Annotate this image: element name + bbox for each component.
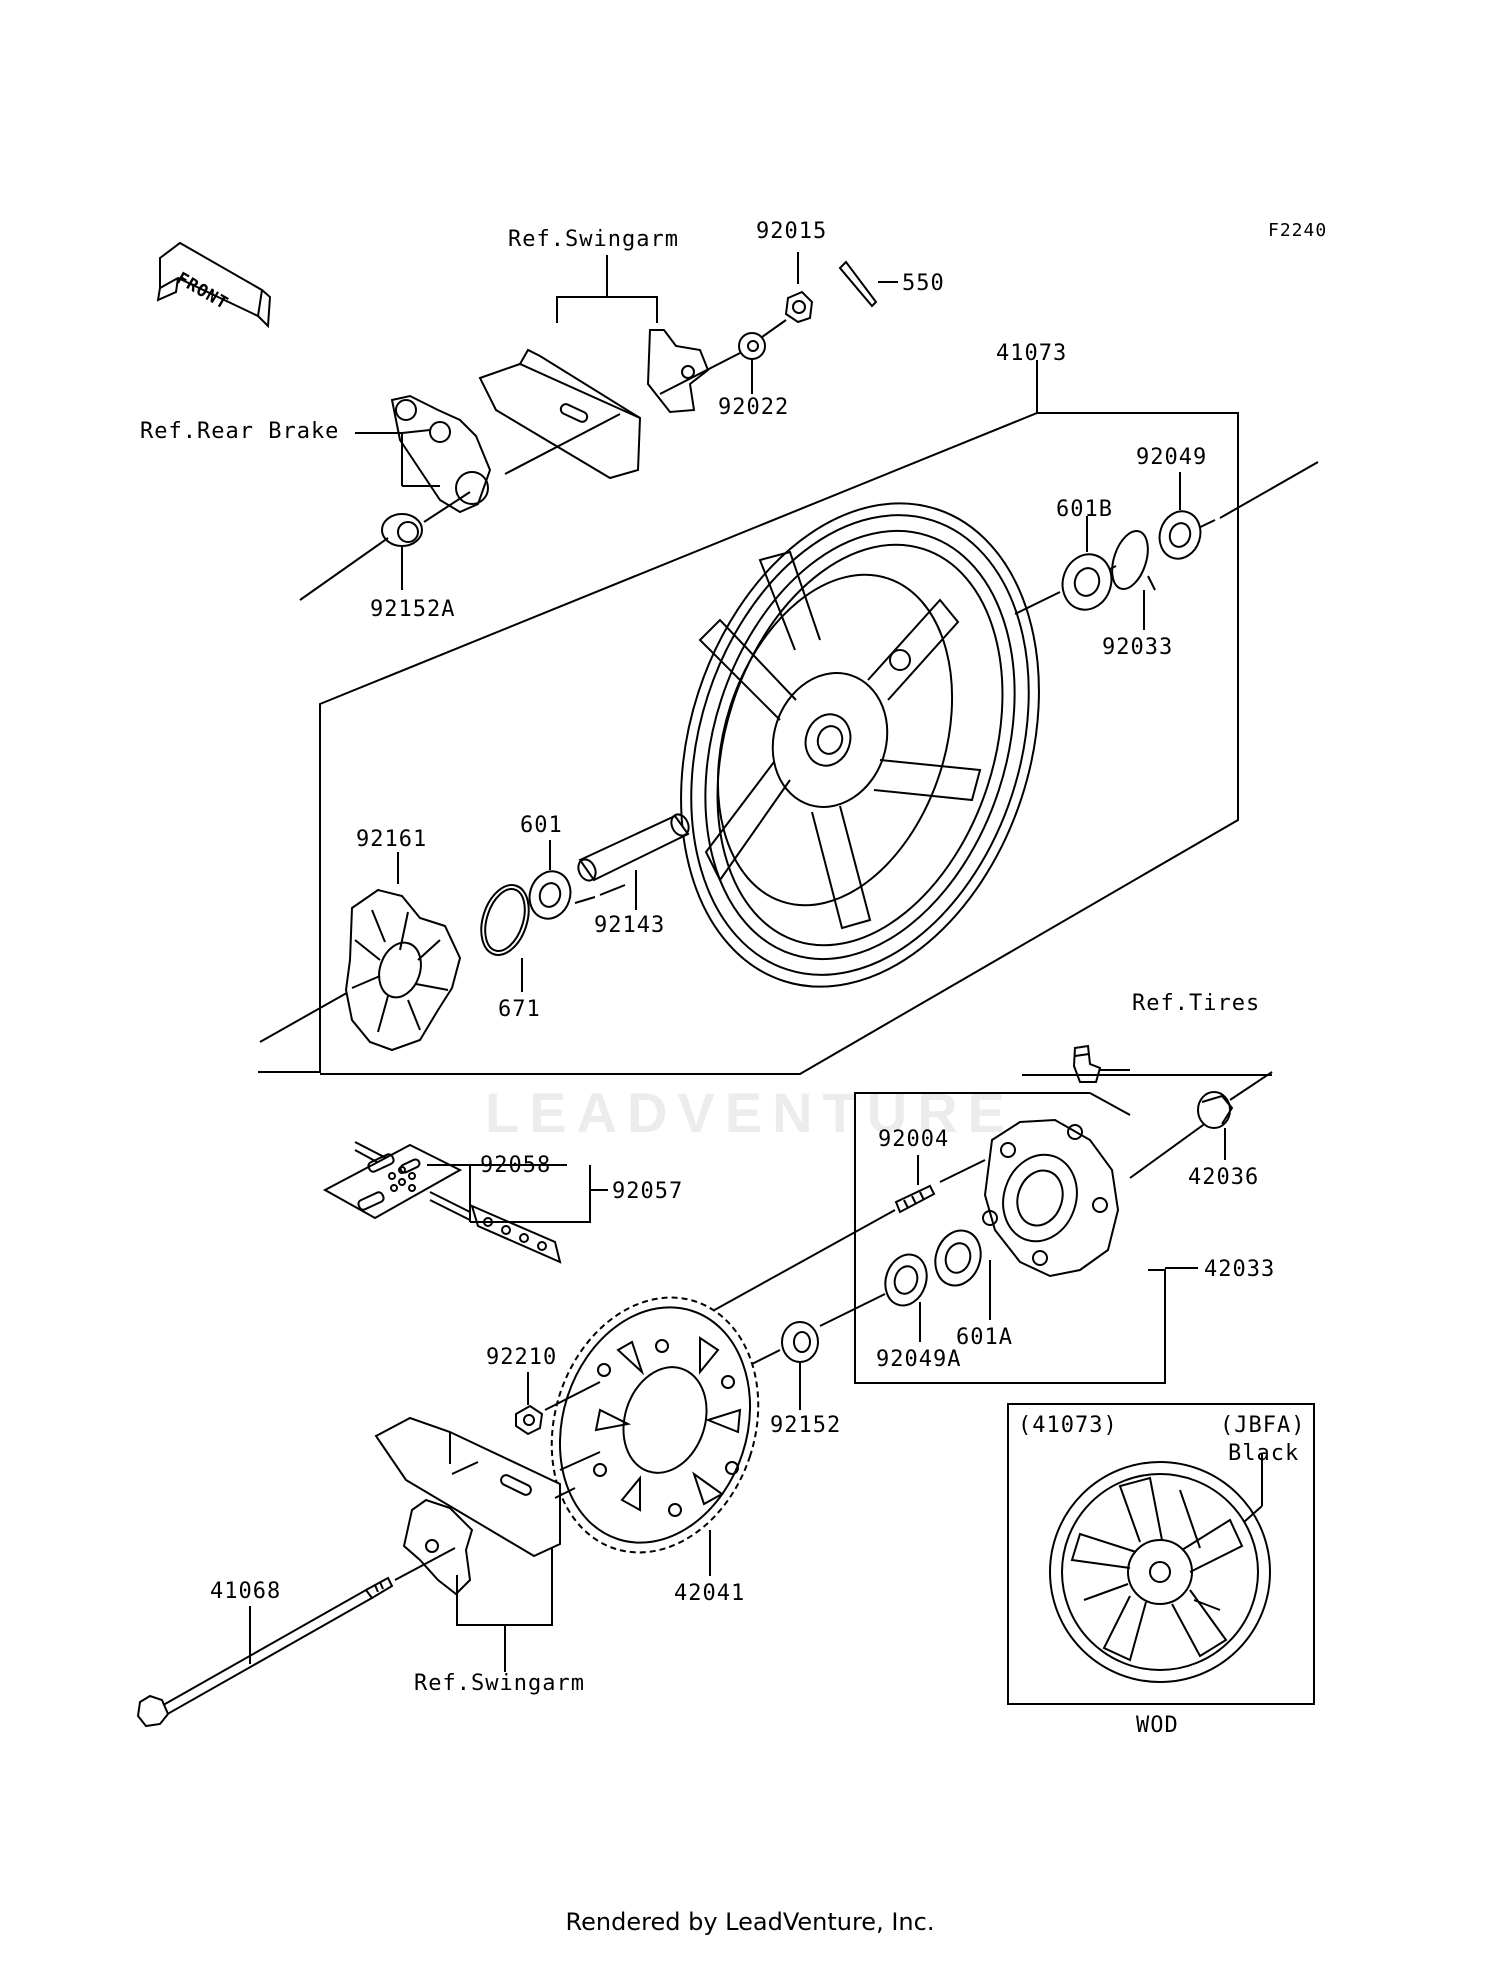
damper-92161: [344, 888, 462, 1052]
spacer-tube-92143: [577, 813, 690, 882]
seal-92049: [1158, 510, 1202, 560]
front-arrow-icon: [156, 241, 272, 329]
ref-tires-label[interactable]: Ref.Tires: [1132, 991, 1260, 1016]
cotter-pin-550: [838, 260, 878, 308]
part-label-92049a[interactable]: 92049A: [876, 1347, 961, 1372]
collar-92152a: [381, 513, 423, 547]
part-label-92058[interactable]: 92058: [480, 1153, 551, 1178]
part-label-92057[interactable]: 92057: [612, 1179, 683, 1204]
part-label-92004[interactable]: 92004: [878, 1127, 949, 1152]
rear-brake-bracket: [390, 394, 492, 514]
chain-92057: [322, 1141, 562, 1264]
part-label-92143[interactable]: 92143: [594, 913, 665, 938]
washer-92022: [738, 332, 766, 360]
o-ring-671: [480, 884, 530, 956]
bearing-601: [528, 870, 572, 920]
part-label-601[interactable]: 601: [520, 813, 563, 838]
seal-92049a: [884, 1253, 928, 1307]
ref-swingarm-bottom-label[interactable]: Ref.Swingarm: [414, 1671, 585, 1696]
sprocket-carrier-42033: [982, 1118, 1120, 1278]
circlip-92033: [1111, 530, 1156, 591]
part-label-42041[interactable]: 42041: [674, 1581, 745, 1606]
part-label-92161[interactable]: 92161: [356, 827, 427, 852]
part-label-550[interactable]: 550: [902, 271, 945, 296]
part-label-671[interactable]: 671: [498, 997, 541, 1022]
part-label-92152[interactable]: 92152: [770, 1413, 841, 1438]
axle-41068: [136, 1576, 394, 1728]
footer-credit: Rendered by LeadVenture, Inc.: [565, 1908, 935, 1936]
part-label-92210[interactable]: 92210: [486, 1345, 557, 1370]
sprocket-42041: [550, 1296, 760, 1554]
part-label-92022[interactable]: 92022: [718, 395, 789, 420]
ref-swingarm-top-label[interactable]: Ref.Swingarm: [508, 227, 679, 252]
part-label-92152a[interactable]: 92152A: [370, 597, 455, 622]
diagram-code: F2240: [1268, 220, 1327, 241]
rear-wheel-41073: [680, 502, 1040, 988]
inset-wheel-black: [1049, 1461, 1271, 1683]
inset-part-ref[interactable]: (41073): [1018, 1413, 1118, 1438]
stud-92004: [894, 1184, 936, 1214]
part-label-601a[interactable]: 601A: [956, 1325, 1013, 1350]
collar-92152: [781, 1321, 819, 1363]
part-label-601b[interactable]: 601B: [1056, 497, 1113, 522]
inset-color: Black: [1228, 1441, 1299, 1466]
variant-inset-box: [1007, 1403, 1315, 1705]
bearing-601b: [1061, 553, 1113, 611]
part-label-92033[interactable]: 92033: [1102, 635, 1173, 660]
bearing-601a: [934, 1229, 982, 1287]
swingarm-top-part: [478, 348, 642, 480]
part-label-41068[interactable]: 41068: [210, 1579, 281, 1604]
part-label-42036[interactable]: 42036: [1188, 1165, 1259, 1190]
chain-adjuster-bottom: [402, 1498, 474, 1596]
part-label-92015[interactable]: 92015: [756, 219, 827, 244]
tire-valve: [1072, 1044, 1102, 1083]
collar-42036: [1197, 1091, 1234, 1129]
nut-92210: [515, 1404, 544, 1436]
chain-adjuster-top: [646, 329, 710, 414]
swingarm-bottom-part: [374, 1416, 561, 1558]
ref-rear-brake-label[interactable]: Ref.Rear Brake: [140, 419, 339, 444]
nut-92015: [784, 290, 814, 324]
inset-code: WOD: [1136, 1713, 1179, 1738]
part-label-42033[interactable]: 42033: [1204, 1257, 1275, 1282]
part-label-41073[interactable]: 41073: [996, 341, 1067, 366]
part-label-92049[interactable]: 92049: [1136, 445, 1207, 470]
inset-variant: (JBFA): [1220, 1413, 1305, 1438]
